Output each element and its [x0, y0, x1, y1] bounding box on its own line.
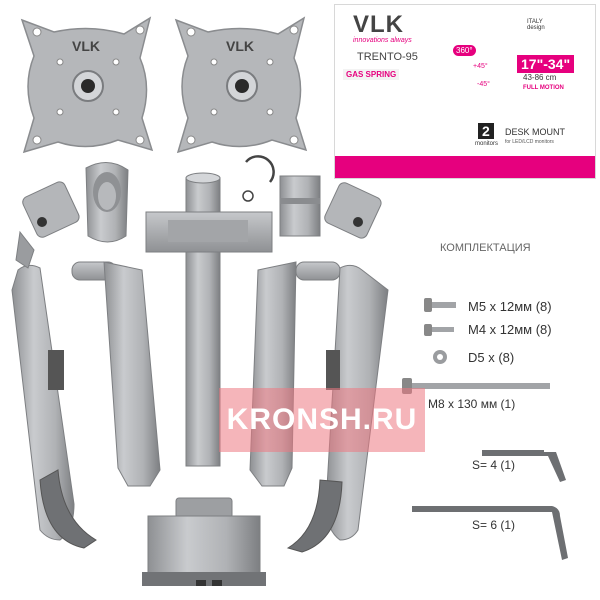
desk-mount-sub: for LED/LCD monitors: [505, 139, 554, 145]
plate-logo-left: VLK: [72, 38, 100, 54]
kit-item-m5: M5 x 12мм (8): [468, 299, 552, 314]
arm-left-short: [71, 261, 161, 487]
kit-item-s6: S= 6 (1): [472, 518, 516, 532]
retaining-ring: [242, 155, 275, 202]
full-motion-label: FULL MOTION: [523, 85, 564, 91]
kit-title: КОМПЛЕКТАЦИЯ: [440, 242, 531, 254]
desk-mount-label: DESK MOUNT: [505, 127, 566, 137]
hex-key-icon: [482, 450, 566, 482]
gas-spring-badge: GAS SPRING: [343, 69, 400, 80]
tilt-up-label: +45°: [473, 63, 488, 70]
bolt-icon: [424, 324, 454, 336]
tilt-down-label: -45°: [477, 81, 490, 88]
vesa-plate-right: [174, 16, 308, 154]
kit-item-s4: S= 4 (1): [472, 458, 516, 472]
hex-key-icon: [412, 506, 568, 560]
monitors-label: monitors: [475, 141, 499, 147]
washer-icon: [433, 350, 447, 364]
size-cm: 43-86 cm: [523, 73, 557, 82]
box-slogan: innovations always: [353, 37, 412, 44]
size-range: 17"-34": [517, 55, 575, 73]
box-stripe: [335, 156, 595, 178]
monitors-count: 2: [478, 123, 494, 139]
italy-badge: ITALY design: [527, 19, 545, 31]
watermark-band: [219, 388, 425, 452]
vesa-plate-left: [20, 16, 154, 154]
watermark-text: KRONSH.RU: [226, 403, 418, 436]
pole-collar: [279, 175, 321, 237]
desk-base: [142, 497, 266, 586]
product-box: VLK innovations always TRENTO-95 GAS SPR…: [334, 4, 596, 179]
kit-item-d5: D5 x (8): [468, 350, 515, 365]
box-brand-logo: VLK: [353, 11, 404, 38]
vertical-pole: [145, 172, 273, 467]
kit-item-m8: M8 x 130 мм (1): [428, 397, 516, 411]
box-model: TRENTO-95: [357, 51, 418, 63]
arm-left-long: [11, 181, 97, 549]
bolt-icon: [424, 298, 456, 312]
plate-logo-right: VLK: [226, 38, 254, 54]
kit-item-m4: M4 x 12мм (8): [468, 322, 552, 337]
rotation-badge: 360°: [453, 45, 476, 56]
cable-clip: [85, 162, 129, 243]
